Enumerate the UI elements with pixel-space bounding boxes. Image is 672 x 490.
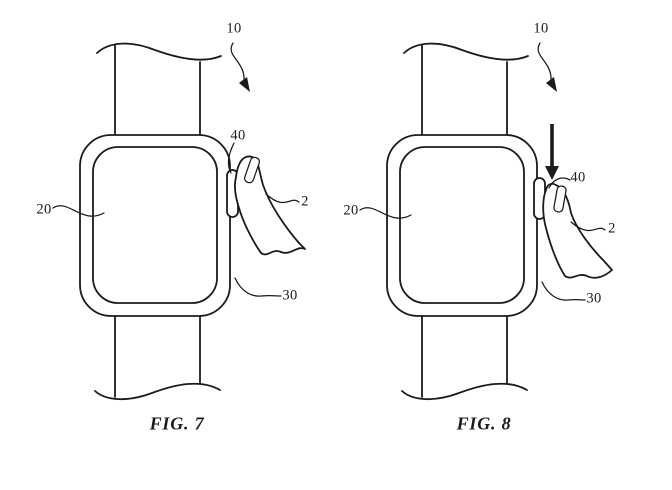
leader-line-10 <box>230 42 245 81</box>
fingernail-outline <box>553 185 567 213</box>
leader-line-10 <box>537 42 552 81</box>
leader-arrowhead-icon <box>546 77 557 92</box>
leader-line-30 <box>541 281 586 301</box>
ref-label-10-fig7: 10 <box>226 20 242 37</box>
ref-label-2-fig7: 2 <box>301 193 309 210</box>
finger-outline <box>234 155 306 256</box>
fingernail-outline <box>243 156 261 184</box>
leader-line-2 <box>265 193 300 204</box>
press-down-arrow-icon <box>545 166 559 180</box>
ref-label-20-fig8: 20 <box>343 202 359 219</box>
figure-8-artwork <box>359 42 613 401</box>
finger-outline <box>542 182 613 279</box>
leader-line-40 <box>548 177 571 189</box>
figure-8-caption: FIG. 8 <box>456 413 512 434</box>
leader-line-20 <box>359 207 412 219</box>
leader-line-30 <box>234 277 282 297</box>
leader-line-40 <box>227 142 235 174</box>
leader-arrowhead-icon <box>239 77 250 92</box>
figure-7-artwork <box>52 42 306 401</box>
ref-label-30-fig7: 30 <box>282 287 298 304</box>
ref-label-10-fig8: 10 <box>533 20 549 37</box>
ref-label-40-fig8: 40 <box>570 169 586 186</box>
ref-label-40-fig7: 40 <box>230 127 246 144</box>
ref-label-30-fig8: 30 <box>586 290 602 307</box>
leader-line-2 <box>570 221 606 232</box>
leader-line-20 <box>52 205 105 217</box>
ref-label-2-fig8: 2 <box>608 220 616 237</box>
figure-7-caption: FIG. 7 <box>149 413 205 434</box>
ref-label-20-fig7: 20 <box>36 201 52 218</box>
